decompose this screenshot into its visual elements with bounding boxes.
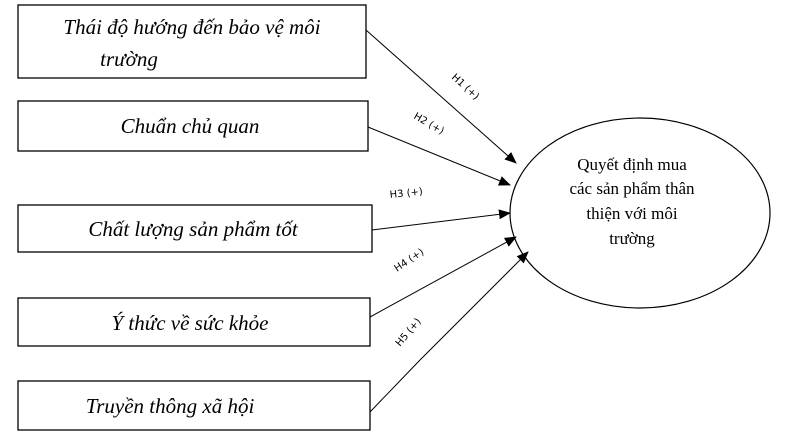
outcome-label: các sản phẩm thân [569,179,695,198]
hypothesis-label-h5: H5 (+) [394,316,424,349]
arrow-h4 [369,236,517,318]
factor-label: Truyền thông xã hội [86,394,255,418]
factor-box-health-consciousness: Ý thức về sức khỏe [17,297,371,347]
arrow-h5-tail [369,359,421,413]
outcome-label: Quyết định mua [577,155,687,174]
factor-box-subjective-norm: Chuẩn chủ quan [17,100,369,152]
hypothesis-label-h3: H3 (+) [389,187,423,201]
arrow-h3 [371,209,511,231]
factor-box-social-media: Truyền thông xã hội [17,380,371,431]
hypothesis-label-h4: H4 (+) [393,247,427,275]
arrow-h5 [419,251,529,361]
hypothesis-label-h1: H1 (+) [449,72,481,102]
outcome-label: trường [609,229,655,248]
factor-label: Ý thức về sức khỏe [111,311,268,335]
outcome-label: thiện với môi [586,204,677,223]
outcome-ellipse: Quyết định mua các sản phẩm thân thiện v… [509,117,771,309]
hypothesis-label-h2: H2 (+) [412,111,446,137]
arrow-h2 [367,126,511,186]
factor-label: Thái độ hướng đến bảo vệ môi [63,15,320,39]
factor-label: trường [100,47,158,71]
factor-box-attitude: Thái độ hướng đến bảo vệ môi trường [17,4,367,79]
factor-label: Chuẩn chủ quan [121,114,260,138]
factor-box-product-quality: Chất lượng sản phẩm tốt [17,204,373,253]
factor-label: Chất lượng sản phẩm tốt [88,217,299,241]
arrow-h1 [365,29,517,164]
